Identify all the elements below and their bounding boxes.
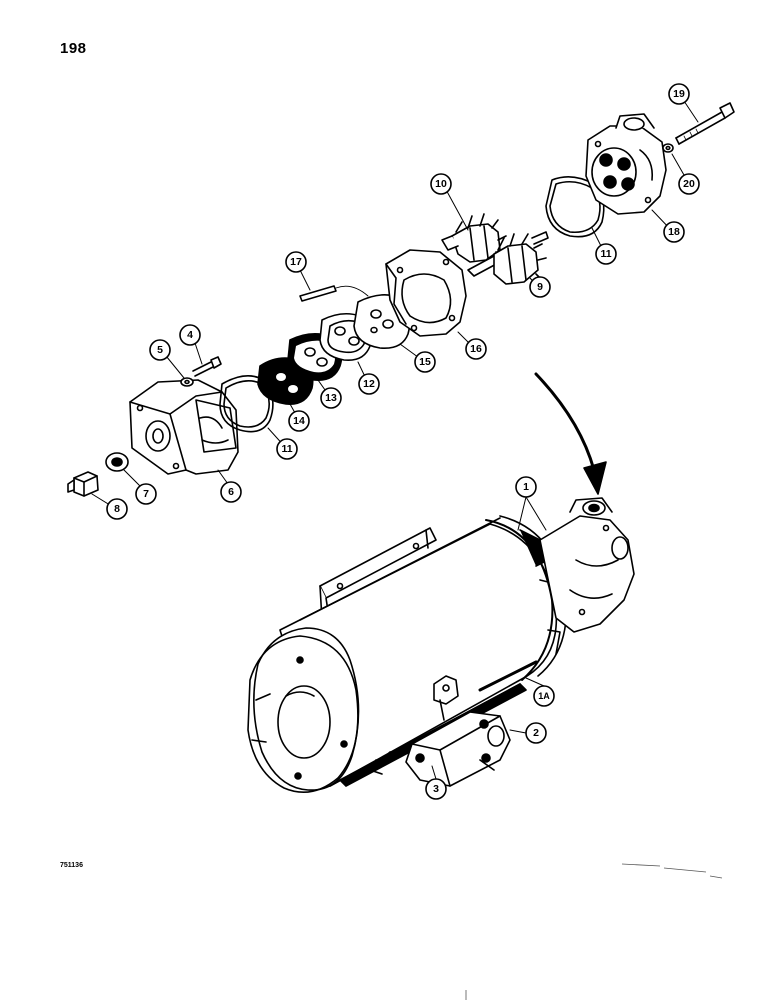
callout-11-right: 11 — [595, 243, 617, 265]
svg-text:19: 19 — [673, 88, 685, 100]
assembly-arrow — [534, 372, 607, 495]
callout-13: 13 — [320, 387, 342, 409]
callout-9: 9 — [529, 276, 551, 298]
part-housing-16 — [385, 249, 467, 337]
motor-pump-assembly — [247, 497, 635, 794]
svg-text:16: 16 — [470, 343, 482, 355]
svg-text:1: 1 — [523, 481, 529, 493]
part-gear-9 — [467, 231, 549, 285]
callout-6: 6 — [220, 481, 242, 503]
part-fitting-8 — [67, 471, 99, 497]
svg-text:1A: 1A — [538, 691, 550, 701]
part-washer-20 — [662, 143, 674, 153]
svg-text:8: 8 — [114, 503, 120, 515]
part-cover-6 — [129, 379, 239, 475]
callout-7: 7 — [135, 483, 157, 505]
svg-text:7: 7 — [143, 488, 149, 500]
part-gear-10 — [441, 213, 507, 263]
svg-text:11: 11 — [281, 443, 292, 455]
page-number: 198 — [60, 40, 87, 57]
callout-19: 19 — [668, 83, 690, 105]
scan-marks — [465, 863, 723, 1000]
callout-4: 4 — [179, 324, 201, 346]
svg-text:6: 6 — [228, 486, 234, 498]
svg-text:17: 17 — [290, 256, 302, 268]
callout-2: 2 — [525, 722, 547, 744]
part-washer-5 — [180, 377, 194, 387]
callout-8: 8 — [106, 498, 128, 520]
svg-text:12: 12 — [363, 378, 375, 390]
callouts: 1 1A 2 3 4 5 6 7 8 9 10 11 11 12 13 14 1… — [106, 83, 700, 800]
svg-text:2: 2 — [533, 727, 539, 739]
svg-text:15: 15 — [419, 356, 431, 368]
part-seal-7 — [105, 452, 129, 472]
figure-code: 751136 — [60, 862, 83, 869]
callout-12: 12 — [358, 373, 380, 395]
callout-16: 16 — [465, 338, 487, 360]
svg-text:14: 14 — [293, 415, 305, 427]
callout-1a: 1A — [533, 685, 555, 707]
svg-text:4: 4 — [187, 329, 193, 341]
callout-5: 5 — [149, 339, 171, 361]
callout-10: 10 — [430, 173, 452, 195]
part-pin-17 — [299, 285, 369, 302]
part-screw-4 — [192, 356, 222, 377]
callout-18: 18 — [663, 221, 685, 243]
svg-text:18: 18 — [668, 226, 680, 238]
callout-3: 3 — [425, 778, 447, 800]
svg-text:9: 9 — [537, 281, 543, 293]
callout-11-left: 11 — [276, 438, 298, 460]
part-screw-19 — [675, 102, 735, 145]
svg-text:20: 20 — [683, 178, 695, 190]
part-oring-11-left — [219, 375, 274, 433]
callout-17: 17 — [285, 251, 307, 273]
callout-1: 1 — [515, 476, 537, 498]
callout-15: 15 — [414, 351, 436, 373]
svg-text:11: 11 — [600, 248, 611, 260]
part-endcover-18 — [585, 113, 667, 215]
svg-text:5: 5 — [157, 344, 163, 356]
svg-text:3: 3 — [433, 783, 439, 795]
part-oring-11-right — [545, 176, 605, 238]
svg-text:13: 13 — [325, 392, 337, 404]
svg-text:10: 10 — [435, 178, 447, 190]
callout-14: 14 — [288, 410, 310, 432]
callout-20: 20 — [678, 173, 700, 195]
